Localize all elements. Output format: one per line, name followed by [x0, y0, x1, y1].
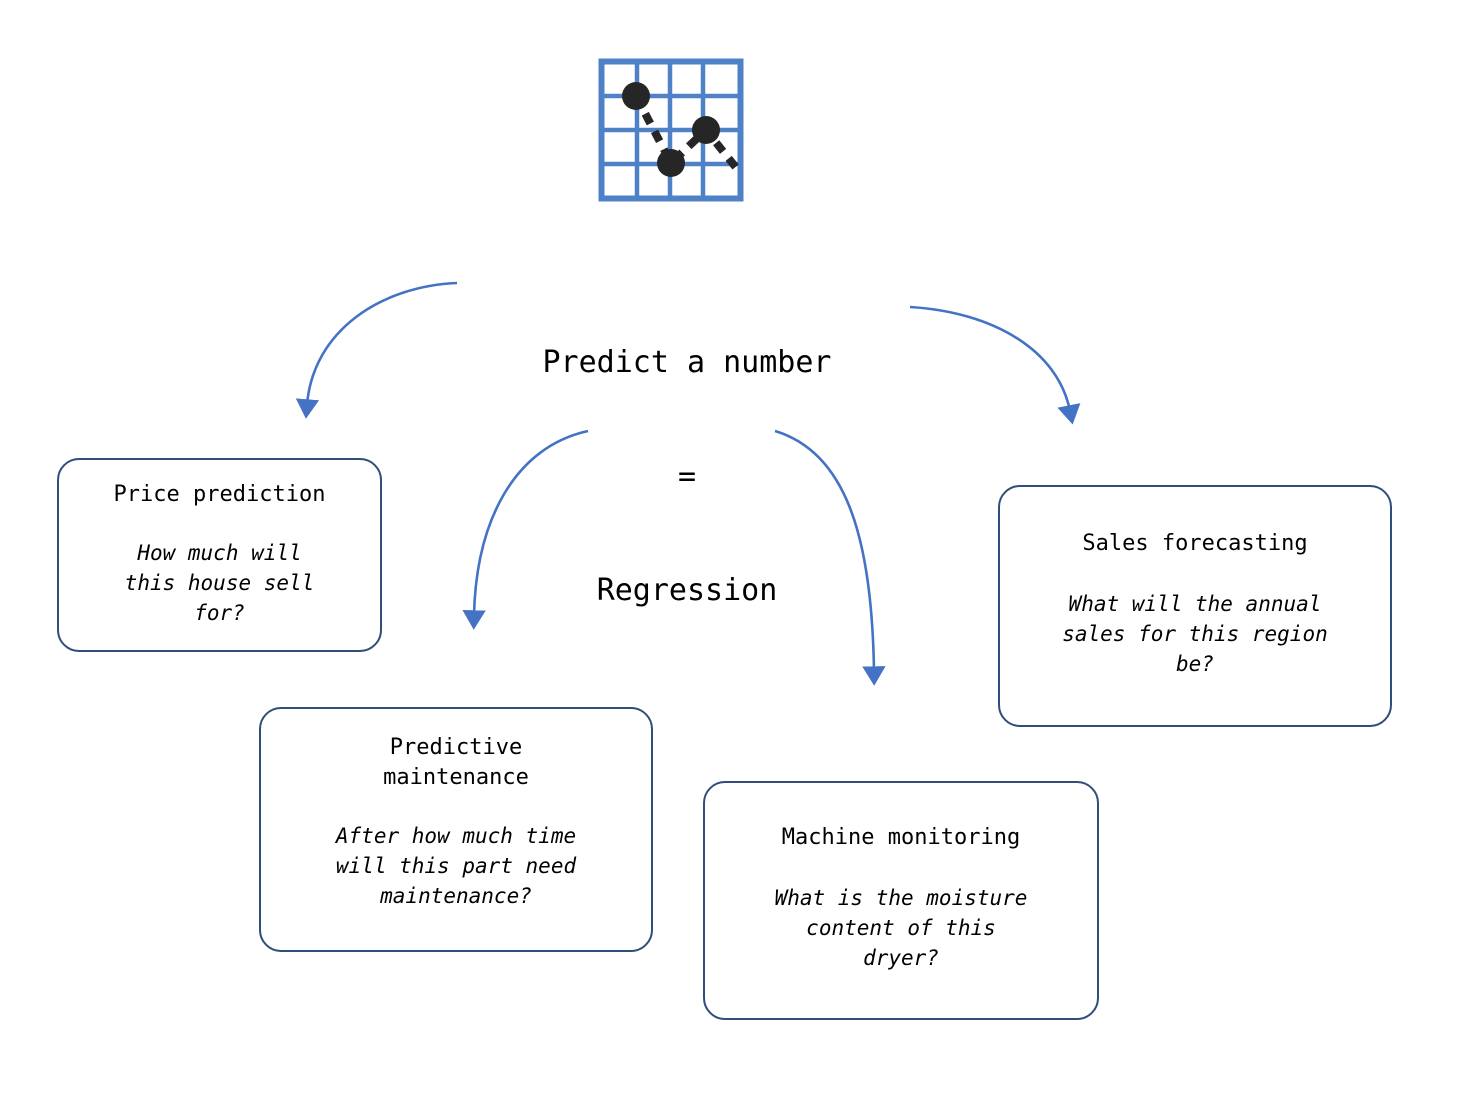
node-body: What will the annual sales for this regi… — [1062, 592, 1328, 676]
node-price-prediction[interactable]: Price prediction How much will this hous… — [57, 458, 382, 652]
node-title: Predictive maintenance — [383, 735, 529, 790]
node-title: Machine monitoring — [781, 825, 1021, 850]
node-sales-forecasting[interactable]: Sales forecasting What will the annual s… — [998, 485, 1392, 727]
center-title-line-2: = — [677, 459, 697, 494]
node-body: After how much time will this part need … — [335, 824, 577, 908]
center-title-line-1: Predict a number — [542, 345, 832, 380]
node-machine-monitoring[interactable]: Machine monitoring What is the moisture … — [703, 781, 1099, 1020]
scatter-line-chart-icon — [598, 58, 744, 202]
node-predictive-maintenance[interactable]: Predictive maintenance After how much ti… — [259, 707, 653, 952]
center-title-line-3: Regression — [596, 573, 778, 608]
arrow-to-price-prediction — [295, 281, 458, 419]
node-body: What is the moisture content of this dry… — [774, 886, 1028, 970]
node-title: Price prediction — [113, 482, 326, 507]
node-title: Sales forecasting — [1082, 531, 1308, 556]
center-title: Predict a number = Regression — [437, 268, 937, 686]
node-body: How much will this house sell for? — [124, 541, 315, 625]
